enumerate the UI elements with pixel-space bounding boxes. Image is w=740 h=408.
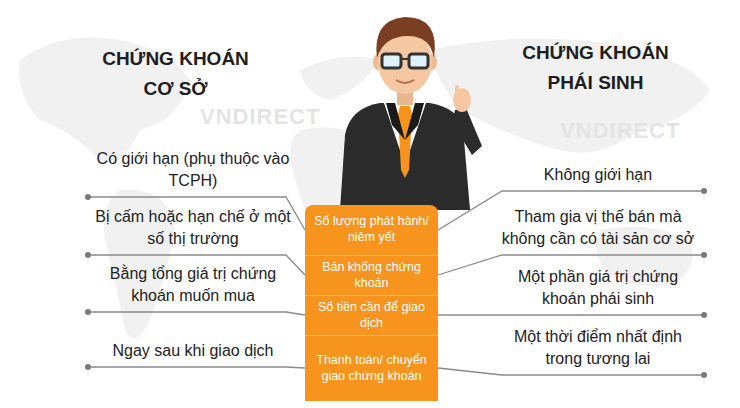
watermark: VNDIRECT (200, 104, 320, 130)
criterion-text: Bán khống chứng khoán (311, 260, 432, 291)
end-dot (85, 194, 91, 200)
end-dot (701, 188, 707, 194)
description-block: Bị cấm hoặc hạn chế ở một số thị trường (86, 206, 300, 255)
description-text: Có giới hạn (phụ thuộc vào TCPH) (90, 148, 296, 192)
description-block: Một thời điểm nhất định trong tương lai (490, 326, 706, 375)
leader-line (438, 368, 704, 375)
end-dot (85, 309, 91, 315)
description-block: Có giới hạn (phụ thuộc vào TCPH) (86, 148, 300, 197)
end-dot (701, 252, 707, 258)
watermark: VNDIRECT (560, 118, 680, 144)
description-text: Bị cấm hoặc hạn chế ở một số thị trường (90, 206, 296, 250)
end-dot (85, 252, 91, 258)
description-text: Một thời điểm nhất định trong tương lai (494, 326, 702, 370)
leader-line (438, 314, 704, 315)
end-dot (701, 372, 707, 378)
description-block: Không giới hạn (490, 164, 706, 191)
description-block: Tham gia vị thế bán mà không cần có tài … (490, 206, 706, 255)
criterion-band: Thanh toán/ chuyển giao chứng khoán (305, 335, 438, 401)
criterion-band: Số lượng phát hành/ niêm yết (305, 205, 438, 255)
comparison-panel: Số lượng phát hành/ niêm yếtBán khống ch… (305, 205, 438, 401)
criterion-text: Thanh toán/ chuyển giao chứng khoán (311, 353, 432, 384)
criterion-text: Số tiền cần để giao dịch (311, 300, 432, 331)
criterion-band: Số tiền cần để giao dịch (305, 295, 438, 335)
description-text: Tham gia vị thế bán mà không cần có tài … (494, 206, 702, 250)
column-heading: CHỨNG KHOÁN CƠ SỞ (88, 44, 263, 104)
description-text: Không giới hạn (494, 164, 702, 186)
criterion-text: Số lượng phát hành/ niêm yết (311, 214, 432, 245)
criterion-band: Bán khống chứng khoán (305, 255, 438, 295)
description-text: Bằng tổng giá trị chứng khoán muốn mua (90, 263, 296, 307)
description-block: Ngay sau khi giao dịch (86, 340, 300, 367)
description-text: Một phần giá trị chứng khoán phái sinh (494, 266, 702, 310)
column-heading: CHỨNG KHOÁN PHÁI SINH (508, 38, 683, 98)
end-dot (701, 312, 707, 318)
description-block: Bằng tổng giá trị chứng khoán muốn mua (86, 263, 300, 312)
description-block: Một phần giá trị chứng khoán phái sinh (490, 266, 706, 315)
description-text: Ngay sau khi giao dịch (90, 340, 296, 362)
end-dot (85, 364, 91, 370)
leader-line (88, 367, 305, 368)
leader-line (88, 312, 305, 315)
